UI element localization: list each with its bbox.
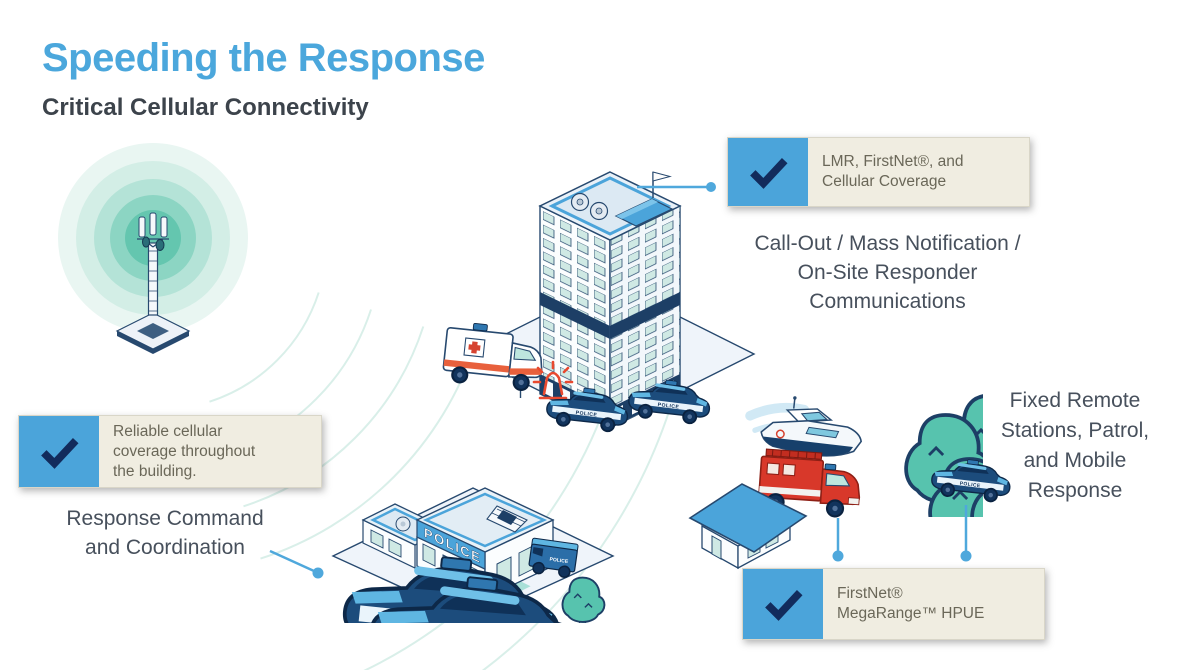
check-square [743, 569, 823, 639]
house-icon [688, 483, 808, 570]
svg-text:POLICE: POLICE [549, 557, 569, 566]
callout-reliable-coverage: Reliable cellular coverage throughout th… [18, 415, 322, 488]
police-station-icon: POLICE POLICE [331, 487, 615, 623]
page-title: Speeding the Response [42, 36, 485, 80]
police-van-icon: POLICE [528, 537, 579, 578]
callout-megarange-hpue: FirstNet® MegaRange™ HPUE [742, 568, 1045, 640]
callout-text-line: Cellular Coverage [822, 173, 947, 190]
check-square [19, 416, 99, 487]
checkmark-icon [41, 437, 79, 469]
emergency-light-icon [532, 360, 574, 400]
label-fixed-remote: Fixed Remote Stations, Patrol, and Mobil… [1000, 389, 1150, 502]
callout-text-line: Reliable cellular [113, 422, 223, 440]
callout-text-line: LMR, FirstNet®, and [822, 153, 964, 170]
checkmark-icon [750, 158, 788, 189]
label-mass-notification: Call-Out / Mass Notification / On-Site R… [754, 232, 1021, 313]
callout-text-line: coverage throughout [113, 442, 256, 460]
check-square [728, 138, 808, 206]
callout-text-line: FirstNet® [837, 585, 903, 602]
page-subtitle: Critical Cellular Connectivity [42, 94, 369, 121]
label-response-command: Response Command and Coordination [66, 507, 264, 559]
police-car-icon [625, 374, 714, 428]
cell-tower-icon [58, 143, 248, 354]
callout-lmr-firstnet-cellular: LMR, FirstNet®, and Cellular Coverage [727, 137, 1030, 207]
checkmark-icon [765, 590, 803, 621]
office-building-icon [464, 171, 756, 430]
callout-text-line: the building. [113, 462, 197, 480]
callout-text-line: MegaRange™ HPUE [837, 605, 985, 622]
